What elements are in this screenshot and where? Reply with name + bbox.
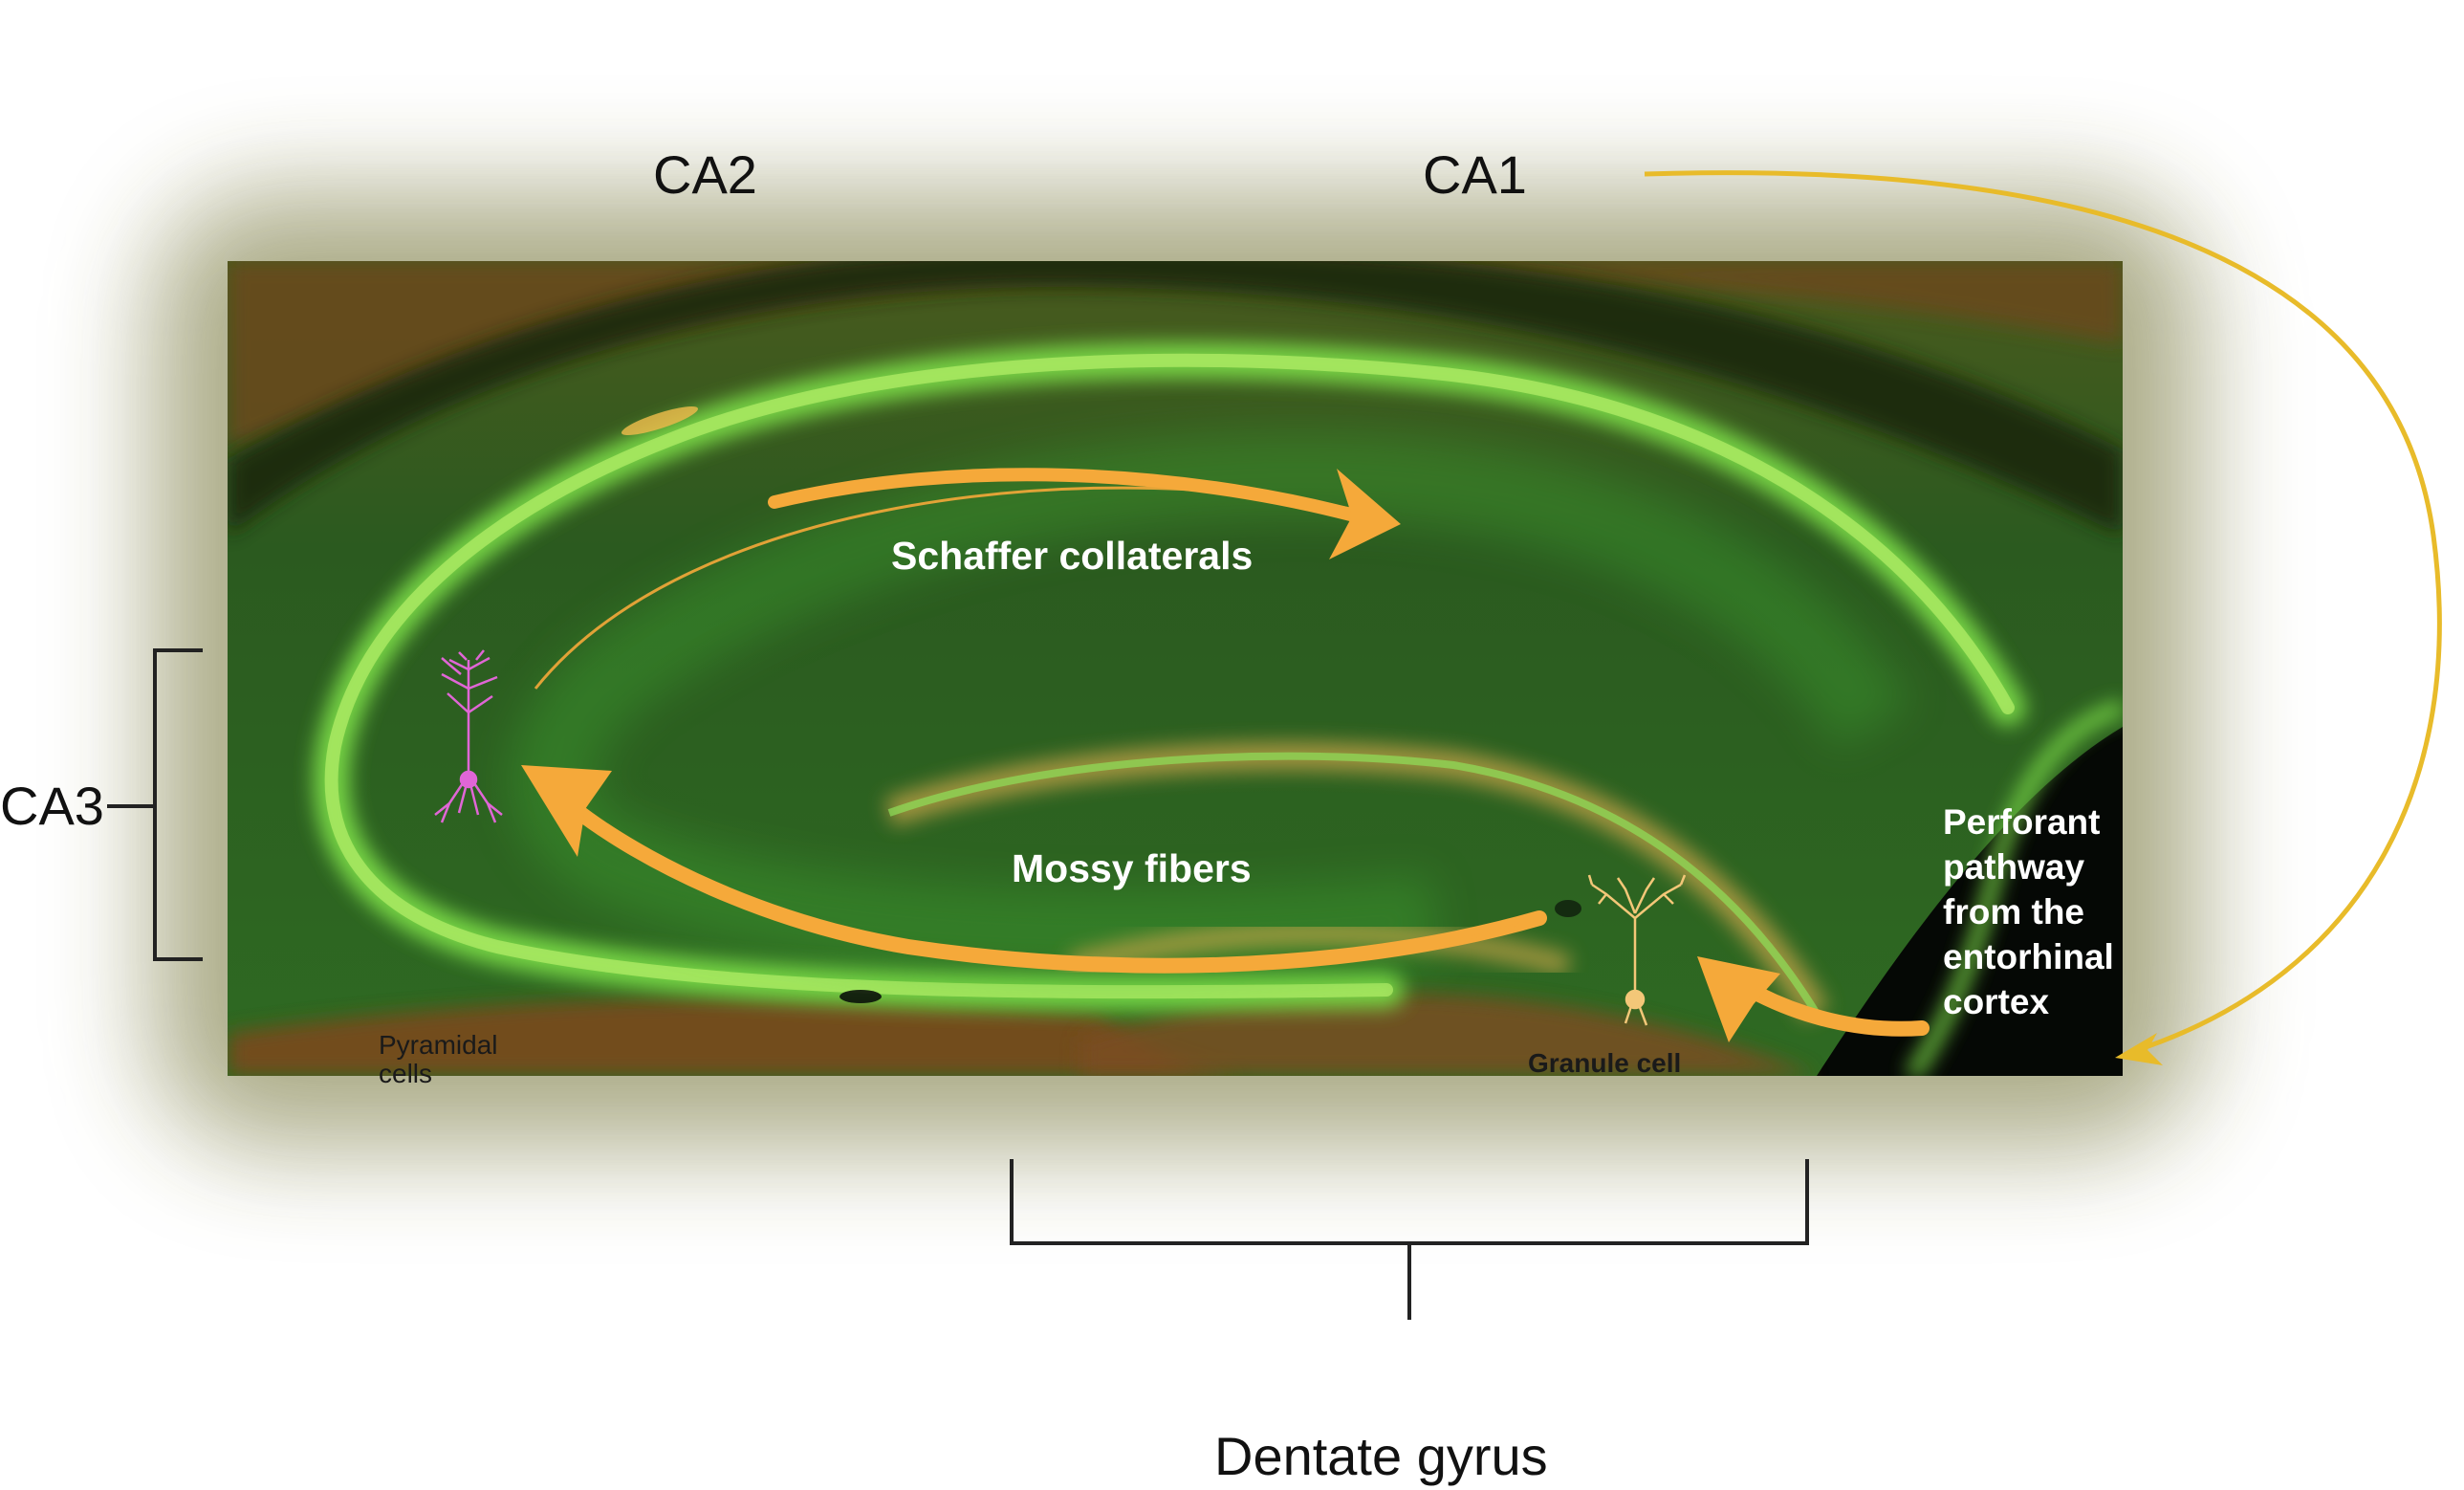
pyramidal-line-2: cells	[379, 1059, 433, 1088]
mossy-arrow-shaft	[566, 800, 1547, 974]
perforant-arrow-shaft	[1752, 987, 1930, 1037]
micrograph-panel	[228, 261, 2123, 1076]
entorhinal-loop-arrow	[1644, 170, 2442, 1053]
perforant-arrow-head	[1697, 956, 1780, 1042]
perforant-pathway-label: Perforant pathway from the entorhinal co…	[1943, 800, 2134, 1024]
granule-neuron-icon	[1587, 874, 1687, 1026]
dentate-gyrus-label: Dentate gyrus	[1214, 1426, 1548, 1486]
mossy-axon-line	[1414, 916, 1540, 953]
entorhinal-loop-arrowhead	[2115, 1033, 2163, 1065]
pyramidal-cells-label: Pyramidal cells	[379, 1031, 497, 1088]
pyramidal-neuron-icon	[434, 649, 503, 823]
ca3-bracket	[107, 648, 203, 961]
mossy-fibers-label: Mossy fibers	[1012, 846, 1252, 890]
perforant-line-1: Perforant	[1943, 802, 2101, 842]
granule-cell-label: Granule cell	[1528, 1048, 1682, 1078]
ca3-label: CA3	[0, 776, 104, 836]
ca2-label: CA2	[653, 144, 757, 205]
perforant-line-5: cortex	[1943, 982, 2050, 1021]
perforant-line-3: from the	[1943, 892, 2084, 931]
ca1-label: CA1	[1423, 144, 1527, 205]
mossy-arrow-head	[521, 765, 612, 857]
pyramidal-line-1: Pyramidal	[379, 1030, 498, 1060]
schaffer-arrow-shaft	[768, 468, 1364, 523]
schaffer-collaterals-label: Schaffer collaterals	[891, 534, 1254, 578]
dentate-gyrus-bracket	[1010, 1159, 1809, 1320]
perforant-line-4: entorhinal	[1943, 937, 2114, 976]
schaffer-arrow-head	[1329, 469, 1401, 559]
perforant-line-2: pathway	[1943, 847, 2085, 887]
